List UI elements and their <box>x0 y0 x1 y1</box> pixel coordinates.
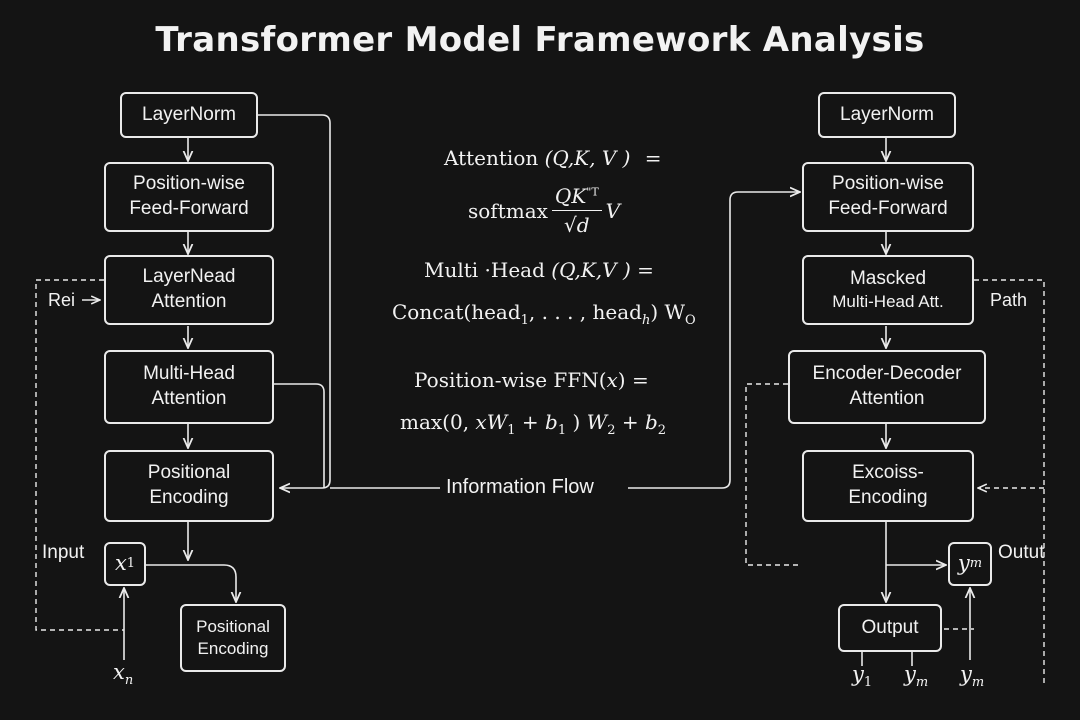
ffn-rhs: ) = <box>617 368 649 392</box>
residual-label: Rei <box>48 290 76 310</box>
input-token-letter: x <box>114 551 127 576</box>
output-label: Outut <box>998 542 1045 563</box>
decoder-masked-attention-block: Mascked Multi-Head Att. <box>802 255 974 325</box>
input-label: Input <box>42 542 85 563</box>
bottom-ym-1: ym <box>904 662 928 690</box>
max-b2sub: 2 <box>657 423 667 438</box>
encoder-positional-encoding-block: Positional Encoding <box>104 450 274 522</box>
bottom-y1: y1 <box>852 662 872 690</box>
output-block: Output <box>838 604 942 652</box>
bottom-y1-sub: 1 <box>863 675 873 691</box>
max-b2: b <box>644 410 658 434</box>
max-c: ) <box>566 410 587 434</box>
bottom-ym2-sub: m <box>971 675 985 691</box>
ffn-equation-line2: max(0, xW1 + b1 ) W2 + b2 <box>400 410 666 438</box>
max-sub1: 1 <box>507 423 516 438</box>
ffn-equation-line1: Position-wise FFN(x) = <box>414 368 649 392</box>
concat-subh: h <box>641 313 651 328</box>
decoder-layernorm-block: LayerNorm <box>818 92 956 138</box>
input-xn-subscript: n <box>124 673 134 689</box>
encoder-layerhead-attention-block: LayerNead Attention <box>104 255 274 325</box>
bottom-y1-letter: y <box>852 662 864 686</box>
max-d: + <box>615 410 645 434</box>
fraction-denominator: √d <box>564 213 590 237</box>
concat-start: Concat(head <box>392 300 521 324</box>
max-b1sub: 1 <box>557 423 567 438</box>
excoiss-encoding-block: Excoiss- Encoding <box>802 450 974 522</box>
multihead-args: (Q,K,V ) <box>551 258 631 282</box>
attention-equation-line2: softmax QK"T √d V <box>468 184 620 237</box>
concat-mid: , . . . , head <box>528 300 642 324</box>
max-a: max(0, <box>400 410 476 434</box>
fraction-transpose: "T <box>586 185 599 199</box>
input-token-subscript: 1 <box>126 555 136 571</box>
ffn-x: x <box>606 368 618 392</box>
max-b: + <box>515 410 546 434</box>
fraction-v: V <box>605 198 621 223</box>
concat-sub1: 1 <box>520 313 529 328</box>
bottom-ym1-letter: y <box>904 662 916 686</box>
output-token-letter: y <box>957 551 970 576</box>
information-flow-label: Information Flow <box>446 476 594 498</box>
bottom-ym-2: ym <box>960 662 984 690</box>
encoder-decoder-attention-block: Encoder-Decoder Attention <box>788 350 986 424</box>
max-w2sub: 2 <box>607 423 616 438</box>
encoder-multihead-attention-block: Multi-Head Attention <box>104 350 274 424</box>
max-x: xW <box>475 410 508 434</box>
max-w2: W <box>586 410 608 434</box>
multihead-lhs: Multi ·Head <box>424 258 545 282</box>
bottom-ym1-sub: m <box>915 675 929 691</box>
decoder-feed-forward-block: Position-wise Feed-Forward <box>802 162 974 232</box>
masked-attention-line2: Multi-Head Att. <box>832 292 944 312</box>
output-token-subscript: m <box>969 555 983 571</box>
softmax-text: softmax <box>468 198 548 223</box>
page-title: Transformer Model Framework Analysis <box>155 20 925 60</box>
fraction-qk: QK <box>554 184 587 208</box>
attention-equation-line1: Attention (Q,K, V ) = <box>444 146 662 170</box>
encoder-feed-forward-block: Position-wise Feed-Forward <box>104 162 274 232</box>
encoder-layernorm-block: LayerNorm <box>120 92 258 138</box>
encoder-positional-encoding-block-2: Positional Encoding <box>180 604 286 672</box>
multihead-equation-line2: Concat(head1, . . . , headh) WO <box>392 300 696 328</box>
path-label: Path <box>990 290 1028 310</box>
concat-end: ) W <box>650 300 686 324</box>
attention-args: (Q,K, V ) <box>544 146 631 170</box>
input-token-xn: xn <box>113 660 133 688</box>
bottom-ym2-letter: y <box>960 662 972 686</box>
fraction-numerator: QK"T <box>551 184 602 211</box>
masked-attention-line1: Mascked <box>849 267 927 289</box>
input-xn-letter: x <box>113 660 125 684</box>
attention-lhs: Attention <box>444 146 539 170</box>
multihead-eq: = <box>637 258 654 282</box>
attention-eq: = <box>644 146 662 170</box>
multihead-equation-line1: Multi ·Head (Q,K,V ) = <box>424 258 654 282</box>
ffn-lhs: Position-wise FFN( <box>414 368 607 392</box>
max-b1: b <box>545 410 558 434</box>
concat-subo: O <box>685 313 696 328</box>
attention-fraction: QK"T √d <box>551 184 602 237</box>
